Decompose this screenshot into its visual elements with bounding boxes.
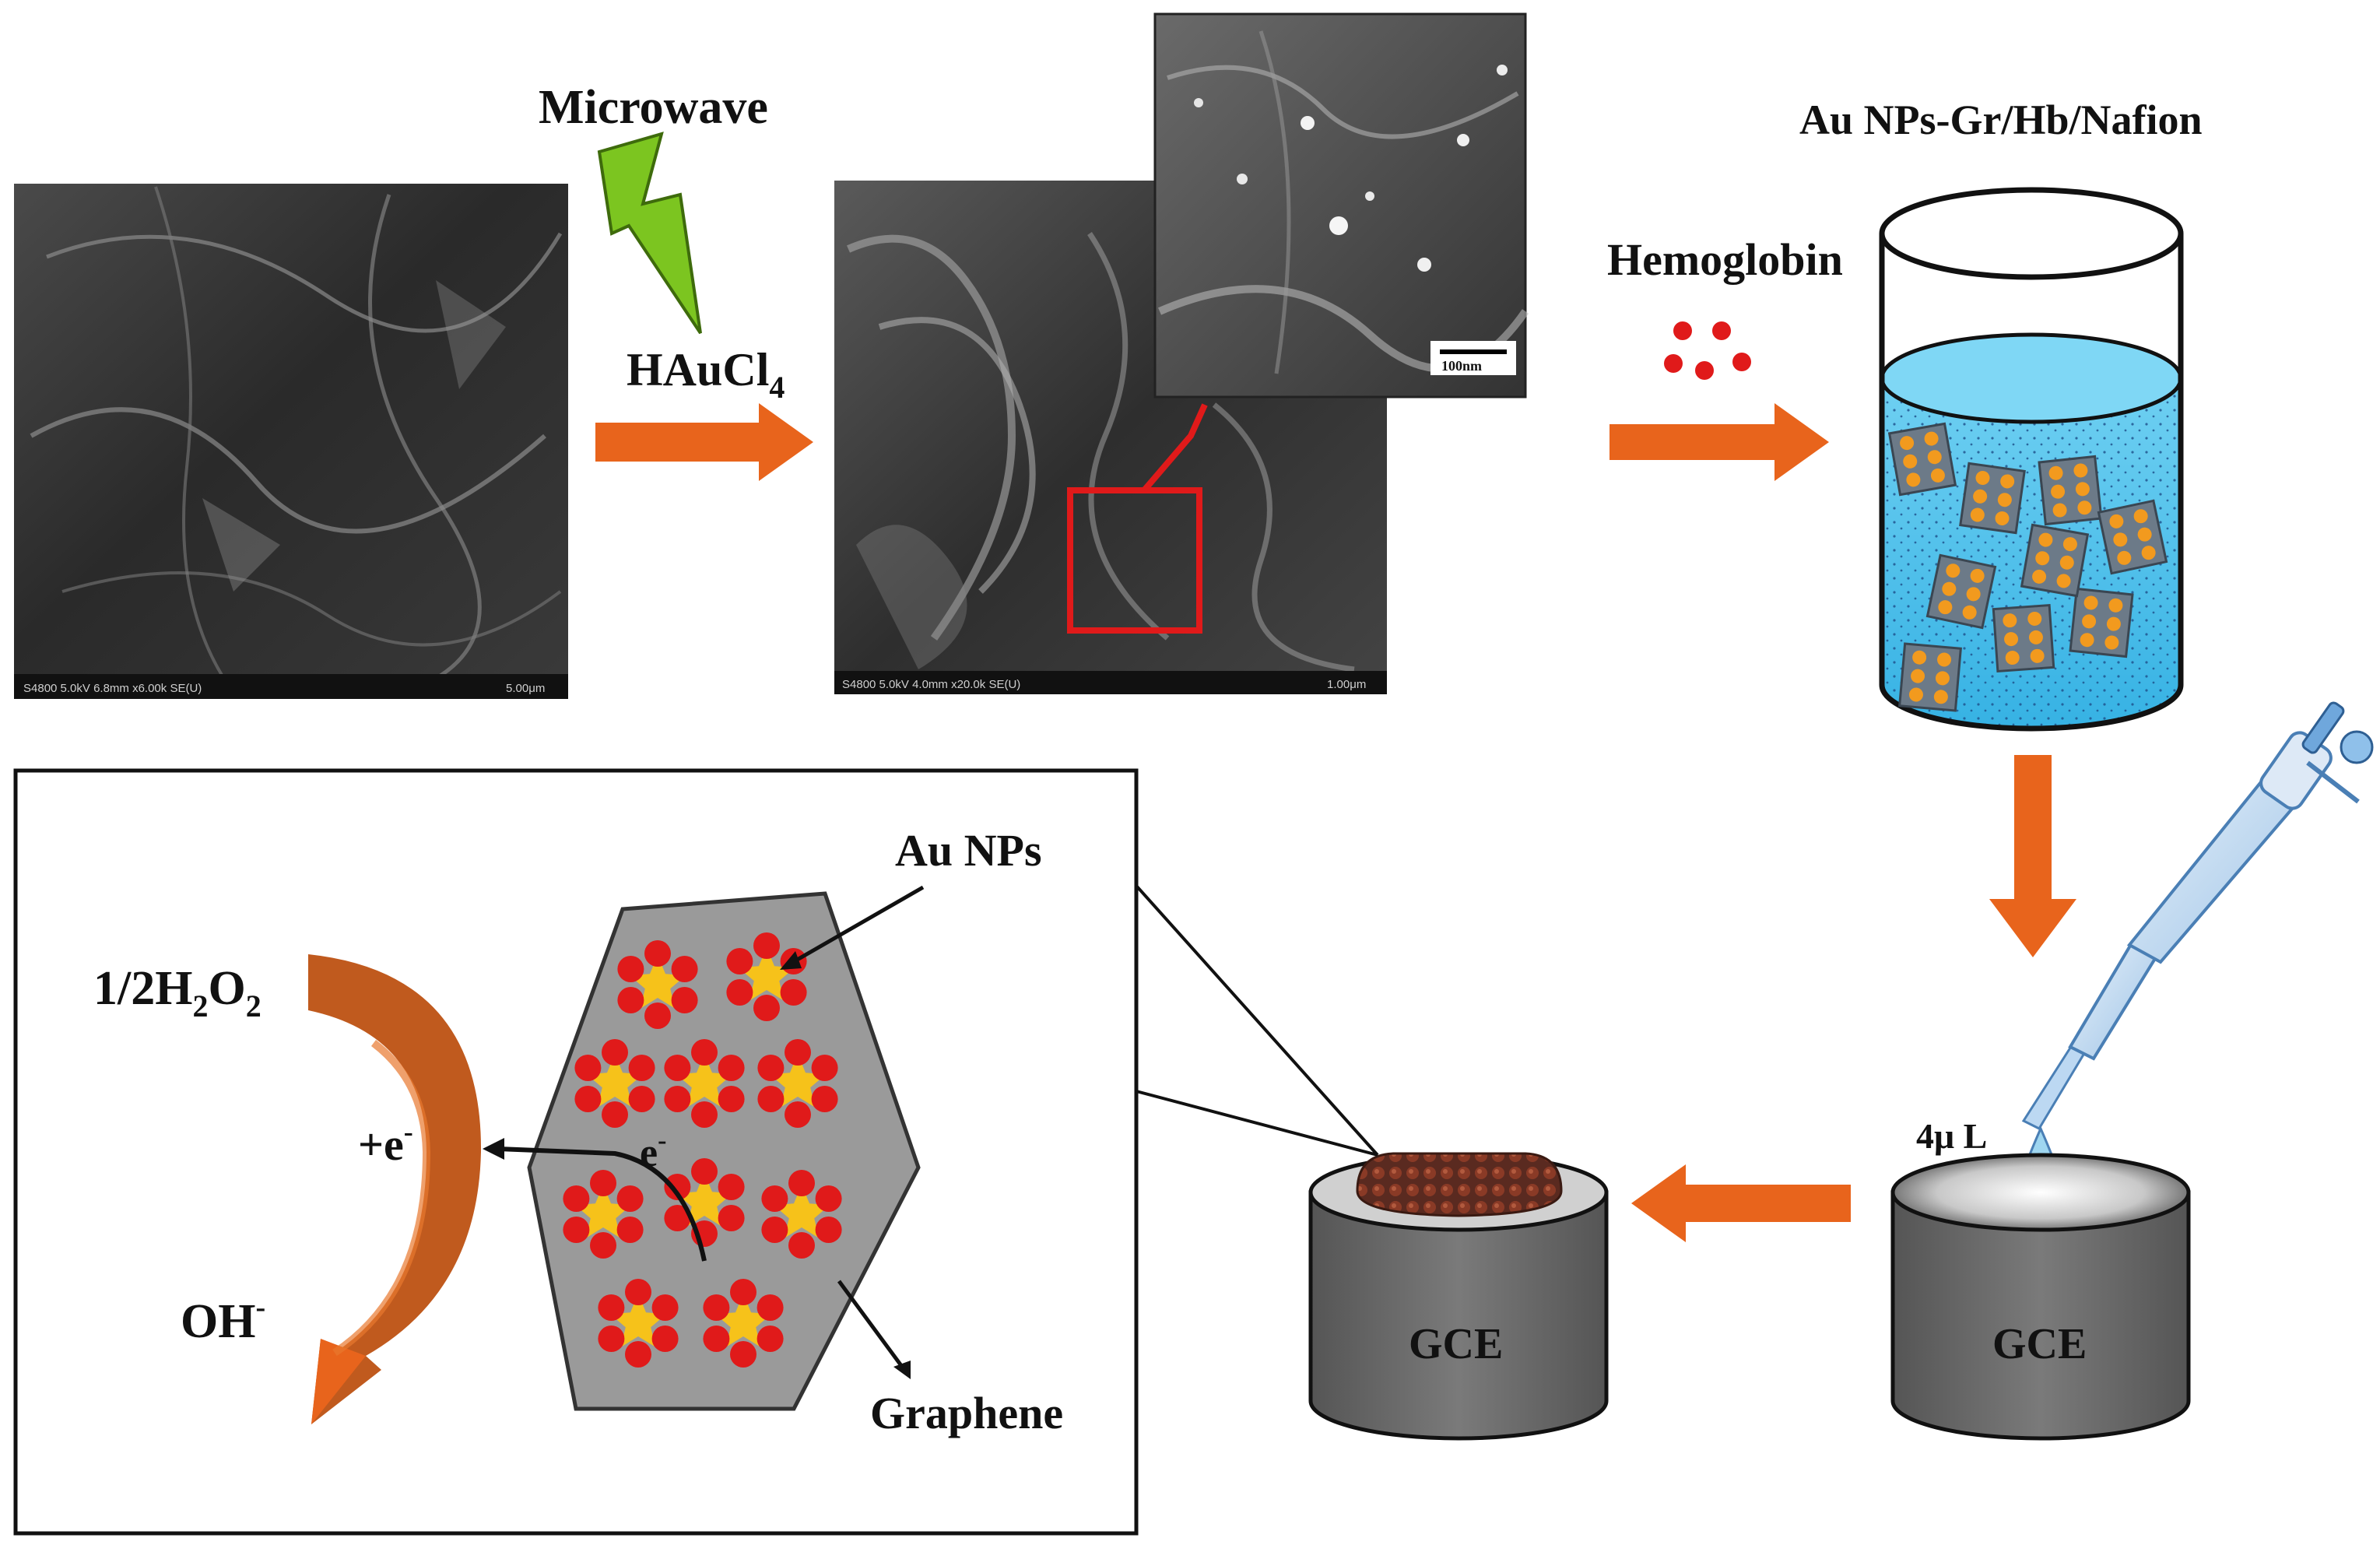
beaker-au-nps-gr-hb-nafion <box>1879 187 2184 732</box>
beaker-title: Au NPs-Gr/Hb/Nafion <box>1799 97 2203 143</box>
haucl4-label: HAuCl4 <box>627 344 785 405</box>
inset-scale: 100nm <box>1441 358 1482 374</box>
gce-modified-electrode: GCE <box>1308 1152 1609 1441</box>
graphene-label: Graphene <box>870 1388 1063 1438</box>
beaker-flake <box>1887 422 1957 497</box>
au-nps-label: Au NPs <box>895 825 1042 876</box>
electron-label: e- <box>640 1126 666 1175</box>
callout-line-bottom <box>1136 1090 1378 1157</box>
au-np-cluster <box>563 1170 644 1259</box>
au-nps-pointer <box>786 885 925 967</box>
au-np-cluster <box>761 1170 842 1259</box>
plus-e-label: +e- <box>358 1116 413 1170</box>
au-np-cluster <box>664 1039 745 1128</box>
au-np-cluster <box>757 1039 838 1128</box>
beaker-flake <box>1992 603 2055 673</box>
h2o2-reduction-arrow <box>308 954 482 1424</box>
gce-right-label: GCE <box>1992 1320 2087 1368</box>
sem1-footer: S4800 5.0kV 6.8mm x6.00k SE(U) <box>23 682 202 695</box>
graphene-pointer <box>837 1280 907 1371</box>
au-np-cluster <box>703 1279 784 1368</box>
sem-inset-zoom: 100nm <box>1153 12 1529 399</box>
au-np-cluster <box>617 940 698 1029</box>
electron-transfer-arrow <box>497 1146 707 1262</box>
beaker-flakes <box>1887 422 2168 712</box>
zoom-connector <box>1141 403 1208 493</box>
beaker-flake <box>1898 642 1962 712</box>
arrow-step2 <box>1609 403 1829 481</box>
microwave-bolt-icon <box>597 132 702 335</box>
gce-left-label: GCE <box>1409 1320 1503 1368</box>
arrow-step4 <box>1631 1164 1851 1242</box>
beaker-flake <box>1925 553 1997 630</box>
oh-label: OH- <box>181 1291 265 1348</box>
beaker-flake <box>2020 523 2090 598</box>
hemoglobin-label: Hemoglobin <box>1607 234 1843 285</box>
sem-image-graphene: S4800 5.0kV 6.8mm x6.00k SE(U) 5.00μm <box>14 184 568 699</box>
au-np-cluster <box>574 1039 655 1128</box>
graphene-sheet <box>527 891 921 1411</box>
callout-line-top <box>1135 884 1379 1157</box>
sem2-scale: 1.00μm <box>1327 678 1366 691</box>
h2o2-label: 1/2H2O2 <box>93 962 262 1024</box>
beaker-flake <box>2069 587 2134 658</box>
volume-label: 4μ L <box>1916 1116 1987 1156</box>
sem2-footer: S4800 5.0kV 4.0mm x20.0k SE(U) <box>842 678 1020 691</box>
au-np-cluster <box>598 1279 679 1368</box>
gce-bare-electrode: GCE <box>1890 1153 2191 1441</box>
arrow-step3 <box>1989 755 2076 957</box>
hemoglobin-dots-icon <box>1664 321 1751 380</box>
arrow-step1 <box>595 403 813 481</box>
sem1-scale: 5.00μm <box>506 682 545 695</box>
au-np-clusters <box>563 932 842 1368</box>
microwave-label: Microwave <box>539 81 768 134</box>
zoom-region-box <box>1067 487 1202 634</box>
beaker-flake <box>1959 462 2026 535</box>
beaker-flake <box>2097 499 2168 575</box>
pipette-icon <box>2021 701 2374 1130</box>
beaker-flake <box>2038 455 2103 526</box>
